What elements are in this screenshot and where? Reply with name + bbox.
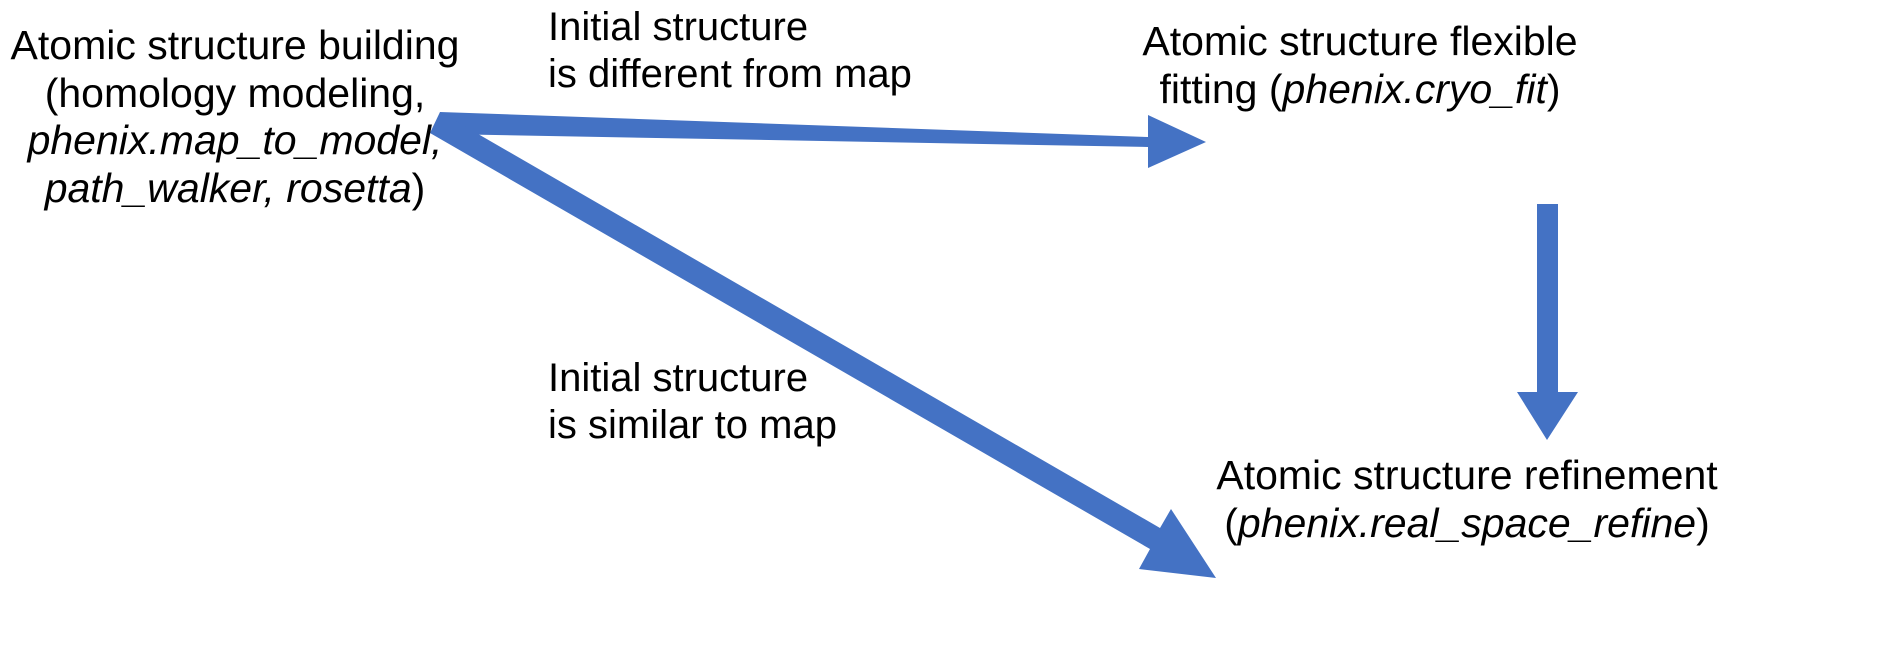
node-building-line-4-italic: path_walker, rosetta [44,164,412,211]
node-building-line-2: (homology modeling, [44,69,426,116]
node-flexible-fitting-line-2-tail: ) [1546,65,1561,112]
node-building-line-1: Atomic structure building [10,22,460,68]
edge-label-initial-structure-different: Initial structure is different from map [548,4,912,98]
edge-label-similar-line-1: Initial structure [548,356,809,400]
node-building-line-3: phenix.map_to_model, [27,117,443,164]
node-refinement-line-2: (phenix.real_space_refine) [1050,500,1884,548]
node-atomic-structure-building: Atomic structure building (homology mode… [0,22,470,212]
arrow-flexible-fitting-to-refinement [1517,204,1578,440]
edge-label-different-line-2: is different from map [548,52,912,97]
node-refinement-command: phenix.real_space_refine [1237,499,1697,546]
edge-label-initial-structure-similar: Initial structure is similar to map [548,355,837,449]
node-refinement-line-1: Atomic structure refinement [1216,452,1718,498]
edge-label-similar-line-2: is similar to map [548,403,837,448]
node-flexible-fitting-line-1: Atomic structure flexible [1142,18,1578,64]
node-flexible-fitting-line-2: fitting (phenix.cryo_fit) [1060,66,1660,114]
node-building-line-4: path_walker, rosetta) [0,165,470,213]
arrow-building-to-refinement [430,112,1216,578]
node-building-line-4-tail: ) [411,164,426,211]
node-flexible-fitting-command: phenix.cryo_fit [1282,65,1547,112]
node-flexible-fitting-line-2-head: fitting ( [1159,65,1283,112]
node-refinement-line-2-head: ( [1224,499,1238,546]
node-atomic-structure-flexible-fitting: Atomic structure flexible fitting (pheni… [1060,18,1660,113]
edge-label-different-line-1: Initial structure [548,5,809,49]
node-atomic-structure-refinement: Atomic structure refinement (phenix.real… [1050,452,1884,547]
node-refinement-line-2-tail: ) [1696,499,1710,546]
arrow-building-to-flexible-fitting [440,112,1206,168]
